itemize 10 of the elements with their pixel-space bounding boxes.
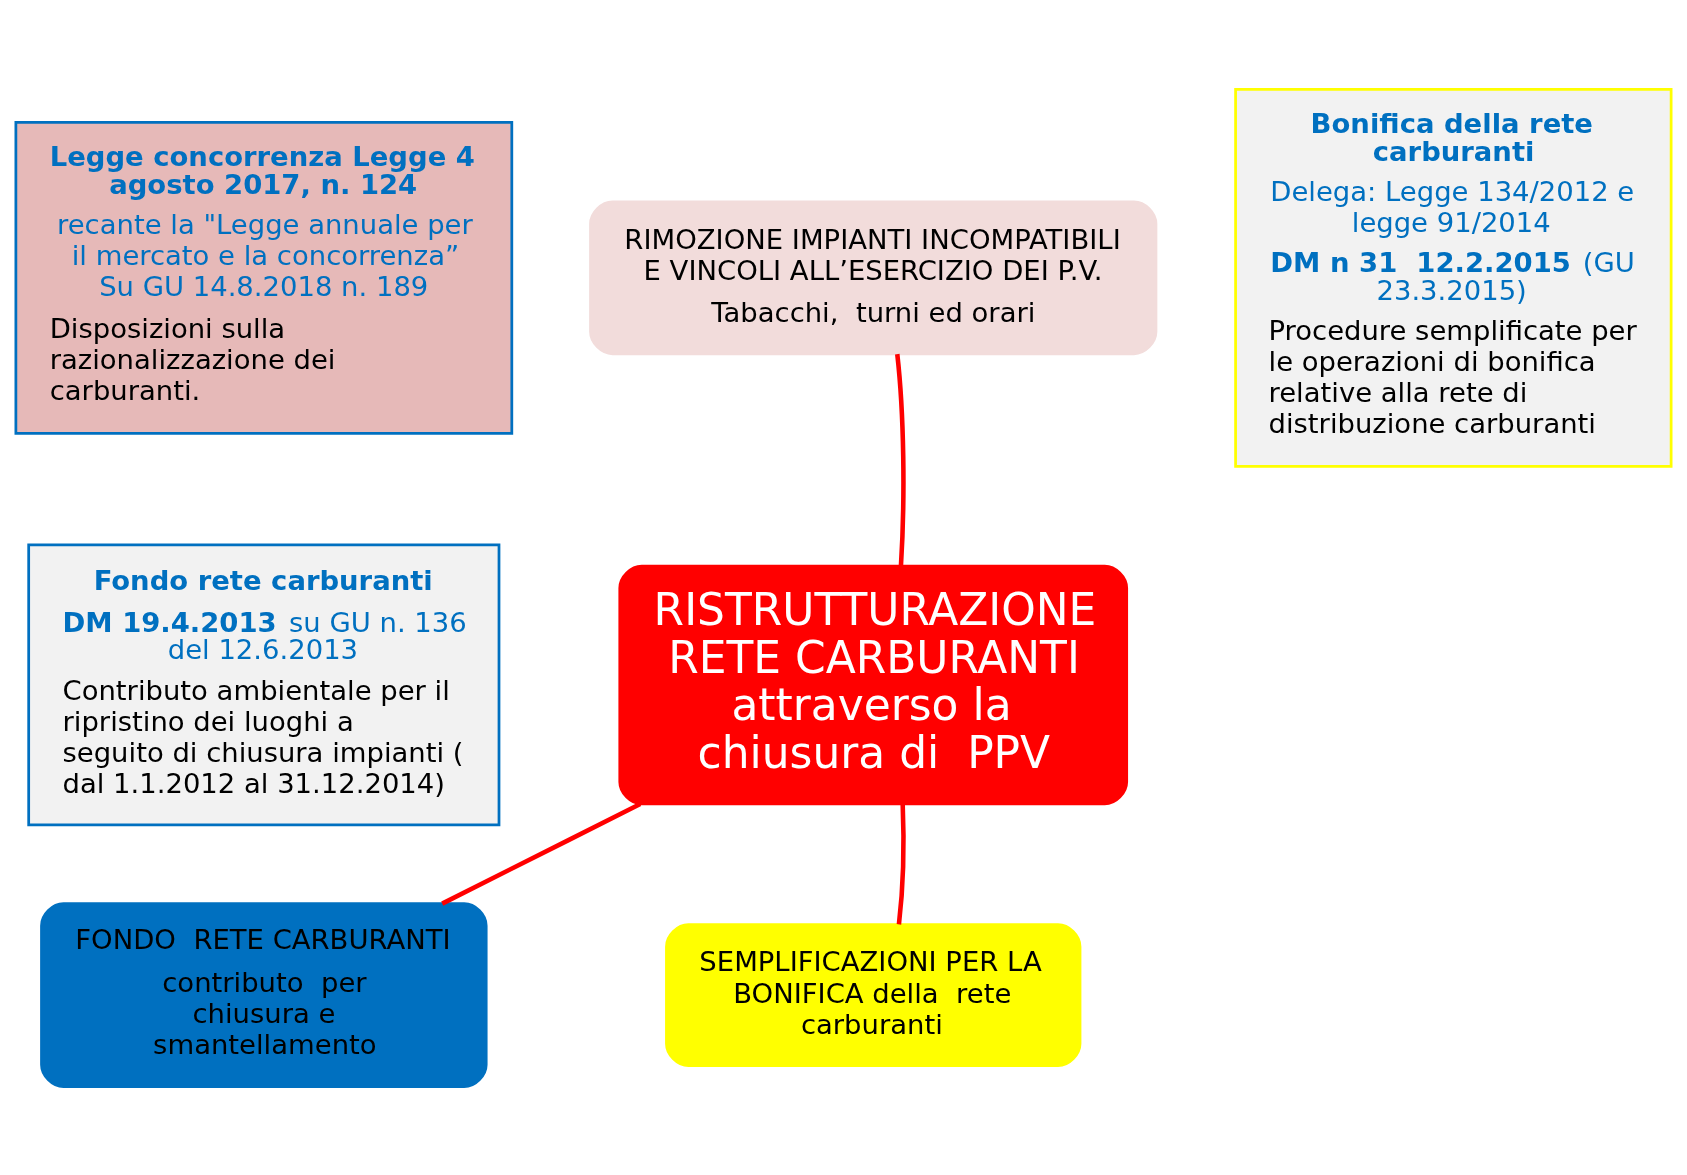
- connector: [895, 353, 906, 566]
- connector: [896, 803, 906, 925]
- node-box: Legge concorrenza Legge 4 agosto 2017, n. 124 recante la "Legge annuale per il mercato e la concorrenza” Su GU 14.8.2018 n. 189 Disposizioni sulla razionalizzazione dei carburanti.: [14, 120, 514, 435]
- node-box: Fondo rete carburanti DM 19.4.2013 su GU n. 136 del 12.6.2013 Contributo ambientale per il ripristino dei luoghi a seguito di chiusura impianti ( dal 1.1.2012 al 31.12.2014): [27, 543, 501, 826]
- connector: [441, 801, 642, 906]
- node-box: FONDO RETE CARBURANTI contributo per chiusura e smantellamento: [40, 901, 488, 1088]
- node-box: SEMPLIFICAZIONI PER LA BONIFICA della rete carburanti: [665, 922, 1082, 1067]
- node-box: Bonifica della rete carburanti Delega: Legge 134/2012 e legge 91/2014 DM n 31 12.2.2015 (GU 23.3.2015) Procedure semplificate per le operazioni di bonifica relative alla rete di distribuzione carburanti: [1234, 87, 1673, 468]
- node-box: RISTRUTTURAZIONE RETE CARBURANTI attraverso la chiusura di PPV: [618, 564, 1129, 805]
- node-box: RIMOZIONE IMPIANTI INCOMPATIBILI E VINCOLI ALL’ESERCIZIO DEI P.V. Tabacchi, turni ed orari: [589, 200, 1158, 355]
